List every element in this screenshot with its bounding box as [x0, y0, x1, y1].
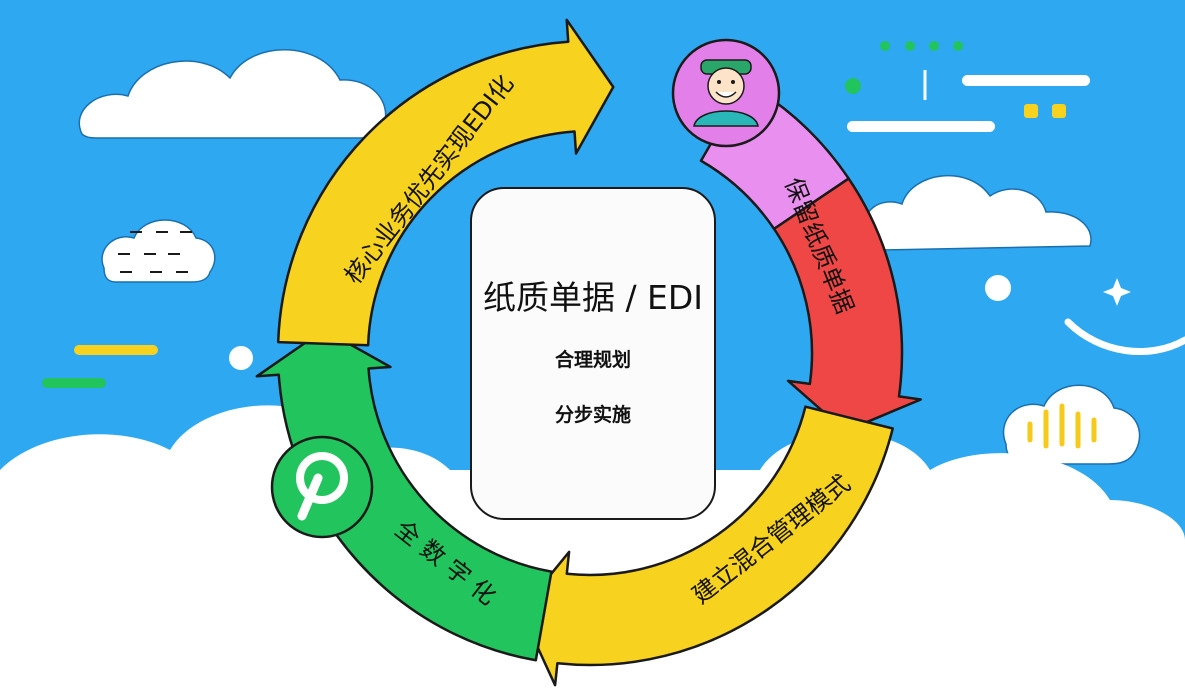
center-subtitle-implement: 分步实施 [554, 404, 631, 426]
segment-core-edi [276, 18, 615, 347]
center-subtitle-plan: 合理规划 [554, 349, 631, 371]
cloud-right-bars [1002, 384, 1141, 465]
cloud-top-left [78, 49, 387, 139]
person-avatar-icon [671, 38, 781, 148]
segment-hybrid-mode [519, 405, 894, 687]
paper-p-logo-icon [270, 435, 374, 539]
segment-keep-paper [772, 177, 922, 433]
center-card: 纸质单据 / EDI 合理规划 分步实施 [470, 187, 716, 520]
decor-left-bars [42, 345, 253, 388]
decor-top-right [845, 41, 1185, 355]
cycle-ring [255, 18, 922, 687]
cloud-left-dashed [101, 219, 216, 283]
segment-full-digital [255, 328, 553, 662]
center-title: 纸质单据 / EDI [482, 278, 704, 317]
sparkle-icon [1103, 278, 1131, 306]
cloud-right-mid [864, 174, 1092, 251]
